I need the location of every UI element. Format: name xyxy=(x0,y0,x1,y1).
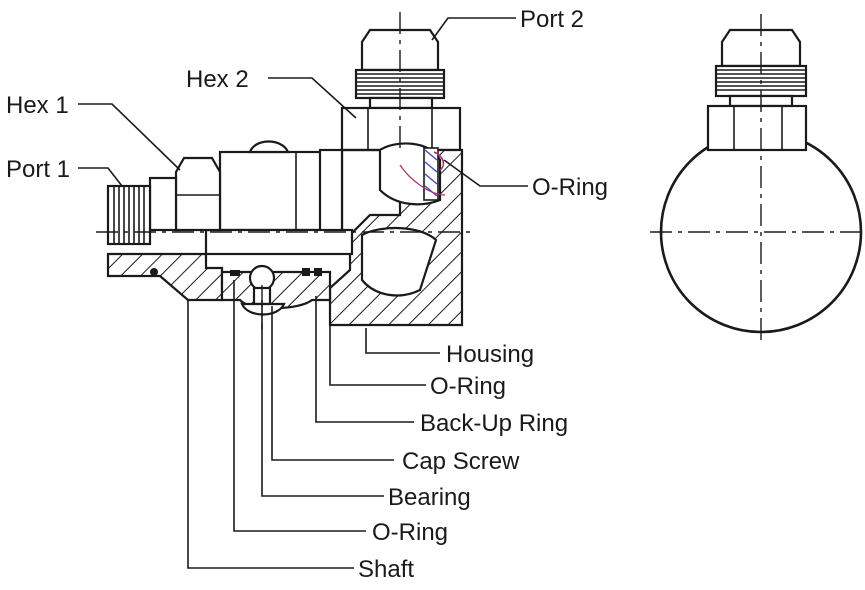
oring-top-detail xyxy=(399,147,446,201)
label-bearing: Bearing xyxy=(388,484,471,511)
collar xyxy=(204,140,354,256)
shaft xyxy=(106,252,332,310)
label-oring-low: O-Ring xyxy=(372,519,448,546)
label-shaft: Shaft xyxy=(358,556,414,583)
hex1-nut xyxy=(174,156,222,232)
end-view-hex xyxy=(706,104,808,152)
seal-grooves xyxy=(150,268,322,276)
label-cap-screw: Cap Screw xyxy=(402,448,520,475)
label-oring-mid: O-Ring xyxy=(430,373,506,400)
label-hex1: Hex 1 xyxy=(6,92,69,119)
label-housing: Housing xyxy=(446,341,534,368)
label-port1: Port 1 xyxy=(6,156,70,183)
label-hex2: Hex 2 xyxy=(186,66,249,93)
label-port2: Port 2 xyxy=(520,6,584,33)
port1-fitting xyxy=(106,176,178,246)
labels: Port 2 Hex 2 Hex 1 Port 1 O-Ring Housing… xyxy=(6,6,608,583)
label-backup-ring: Back-Up Ring xyxy=(420,410,568,437)
leader-lines xyxy=(78,17,528,569)
label-oring-top: O-Ring xyxy=(532,174,608,201)
section-view xyxy=(96,12,476,330)
end-view xyxy=(650,14,863,346)
